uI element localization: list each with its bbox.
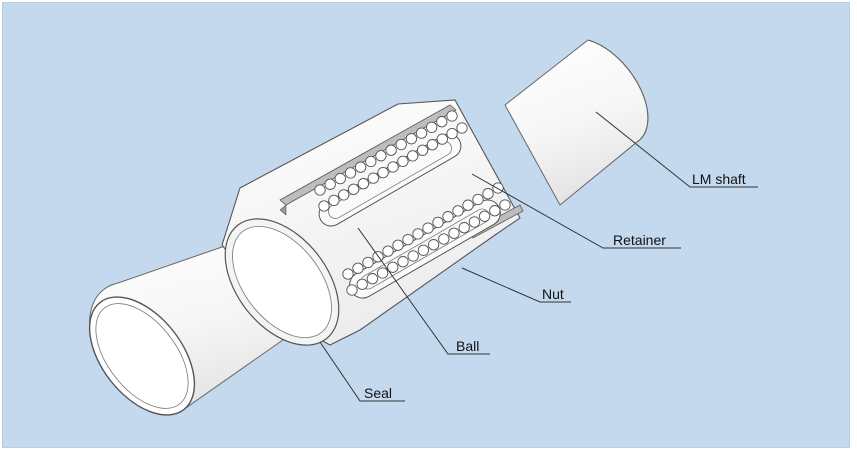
ball bbox=[452, 205, 464, 217]
leader-lines bbox=[319, 111, 758, 402]
ball bbox=[412, 228, 424, 240]
ball bbox=[365, 155, 377, 168]
ball bbox=[318, 200, 330, 212]
ball bbox=[407, 250, 419, 262]
ball bbox=[366, 273, 379, 285]
ball bbox=[385, 144, 397, 156]
ball bbox=[405, 133, 418, 145]
ball bbox=[446, 127, 458, 140]
ball bbox=[402, 233, 414, 246]
ball bbox=[417, 244, 430, 256]
ball bbox=[397, 155, 409, 168]
ball bbox=[478, 210, 491, 222]
ball bbox=[446, 110, 458, 122]
ball bbox=[422, 222, 434, 234]
ball bbox=[426, 121, 438, 134]
ball bbox=[432, 216, 444, 229]
ball bbox=[356, 278, 368, 290]
label-lm-shaft: LM shaft bbox=[692, 171, 746, 187]
ball-row bbox=[314, 110, 511, 296]
ball bbox=[416, 144, 429, 156]
ball bbox=[492, 182, 504, 194]
ball bbox=[436, 116, 448, 128]
ball bbox=[448, 227, 460, 239]
ball bbox=[458, 222, 470, 234]
ball bbox=[438, 233, 450, 245]
ball bbox=[376, 267, 389, 279]
ball bbox=[328, 194, 340, 207]
ball bbox=[426, 139, 439, 151]
ball bbox=[387, 161, 399, 173]
ball bbox=[456, 122, 468, 134]
lm-shaft bbox=[88, 39, 649, 416]
ball bbox=[499, 199, 511, 211]
ball bbox=[377, 166, 389, 179]
ball bbox=[362, 256, 374, 269]
ball bbox=[482, 188, 494, 200]
ball bbox=[334, 172, 346, 185]
ball bbox=[357, 178, 370, 190]
ball bbox=[472, 193, 484, 206]
ball bbox=[468, 216, 481, 228]
ball bbox=[314, 184, 326, 196]
ball bbox=[397, 256, 409, 268]
ball bbox=[442, 211, 454, 223]
ball bbox=[342, 268, 354, 280]
ball bbox=[367, 172, 379, 184]
label-seal: Seal bbox=[364, 385, 392, 401]
label-nut: Nut bbox=[542, 286, 564, 302]
ball bbox=[392, 239, 404, 251]
ball bbox=[427, 239, 440, 251]
ball bbox=[436, 133, 448, 145]
ball bbox=[354, 161, 367, 173]
ball bbox=[462, 199, 474, 211]
ball bbox=[324, 178, 336, 190]
retainer-cage bbox=[314, 110, 511, 299]
ball bbox=[382, 245, 394, 257]
ball bbox=[344, 167, 357, 179]
label-ball: Ball bbox=[456, 338, 479, 354]
ball bbox=[415, 127, 428, 139]
ball bbox=[346, 284, 358, 296]
ball bbox=[395, 138, 407, 151]
ball bbox=[338, 189, 350, 201]
ball bbox=[387, 261, 399, 273]
ball bbox=[489, 205, 501, 217]
ball bbox=[347, 183, 360, 195]
ball bbox=[375, 150, 387, 162]
ball bbox=[407, 150, 419, 162]
label-retainer: Retainer bbox=[613, 232, 666, 248]
ball bbox=[352, 262, 364, 274]
